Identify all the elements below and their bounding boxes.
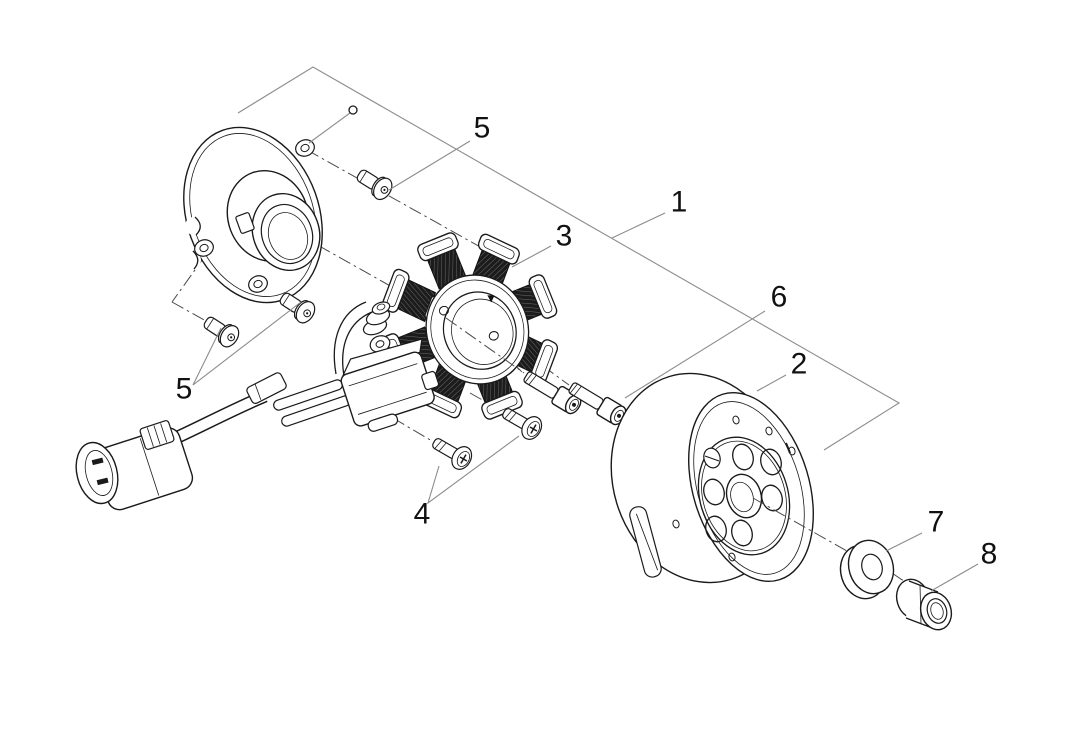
flywheel-rotor (610, 372, 814, 584)
washer (839, 539, 895, 600)
alignment-dot-leader (308, 112, 351, 144)
button-screw-5b (199, 310, 244, 351)
connector-body (94, 420, 194, 511)
hub-clamp-tab (235, 212, 255, 234)
leader-line-flanged-nut (930, 563, 979, 592)
part-label-6-socket-head-bolts: 6 (771, 281, 788, 314)
part-label-4-pan-head-screws: 4 (414, 498, 431, 531)
part-label-2-flywheel-rotor: 2 (791, 348, 808, 381)
plate-screw-hole (194, 239, 214, 257)
flanged-nut (895, 578, 953, 631)
box-tab (421, 370, 440, 391)
part-label-3-stator: 3 (556, 220, 573, 253)
stator-marker (487, 295, 495, 303)
button-screw-5a (352, 163, 397, 204)
washer-hole (861, 553, 883, 581)
plate-notch (194, 216, 201, 236)
callout-annotations: 1 2 3 4 5 5 6 7 8 (176, 66, 998, 592)
box-foot (367, 413, 399, 432)
wiring-harness (75, 372, 287, 511)
stator-bore (442, 291, 517, 370)
pan-screw-4a (427, 430, 477, 474)
pickup-bracket-unit (273, 301, 440, 432)
plate-notch (192, 250, 199, 270)
rim-hole (672, 519, 680, 529)
flywheel-hole (703, 478, 725, 506)
leader-line-magneto-assembly (611, 212, 666, 239)
flywheel-hole (732, 443, 754, 471)
part-label-7-washer: 7 (928, 506, 945, 539)
part-label-8-flanged-nut: 8 (981, 538, 998, 571)
rim-hole (765, 426, 773, 436)
assembly-bracket-line (237, 66, 901, 451)
flywheel-hole (731, 519, 753, 547)
leader-line-flywheel-rotor (756, 374, 787, 392)
part-label-5-button-head-screws: 5 (176, 373, 193, 406)
backing-plate (183, 126, 323, 304)
flywheel-face (688, 392, 814, 582)
rim-hole (732, 415, 740, 425)
stator-bolt-hole (438, 305, 450, 316)
crankshaft-bore (725, 473, 763, 519)
connector-pin (91, 457, 104, 466)
plate-screw-hole (295, 139, 315, 157)
leader-line-washer (885, 532, 923, 552)
rim-hole (728, 552, 736, 562)
plate-screw-hole (248, 275, 268, 293)
flywheel-hole (760, 448, 782, 476)
pickup-coil-box (340, 338, 440, 432)
cable-sleeve (246, 372, 287, 404)
part-label-5-button-head-screw: 5 (474, 112, 491, 145)
leader-line-pan-head-screws (427, 435, 520, 505)
leader-line-stator (511, 245, 552, 268)
leader-line-button-head-screw (388, 140, 471, 191)
stator (380, 230, 560, 422)
leader-line-socket-head-bolts (624, 310, 766, 399)
alignment-dot (348, 105, 358, 115)
leader-line-button-head-screws (192, 301, 302, 386)
timing-mark (785, 442, 791, 454)
flywheel-hole (705, 515, 727, 543)
bracket-arm (333, 301, 367, 375)
part-label-1-magneto-assembly: 1 (671, 186, 688, 219)
connector-pin (96, 477, 109, 486)
stator-bolt-hole (488, 330, 499, 341)
